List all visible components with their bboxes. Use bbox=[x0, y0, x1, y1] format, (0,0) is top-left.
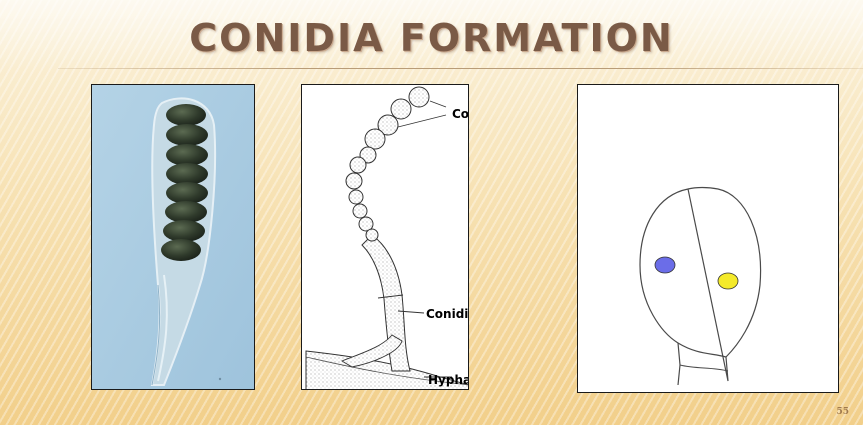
label-conidia: Conidia bbox=[452, 107, 469, 121]
title-divider bbox=[58, 68, 863, 69]
micrograph-panel bbox=[91, 84, 255, 390]
conidia-chain bbox=[346, 87, 429, 241]
conidiophore-drawing-panel: Conidia Conidiophore Hypha bbox=[301, 84, 469, 390]
schematic-panel bbox=[577, 84, 839, 393]
slide-title: CONIDIA FORMATION bbox=[0, 16, 863, 60]
micrograph-image bbox=[92, 85, 255, 390]
label-hypha: Hypha bbox=[428, 373, 469, 387]
conidiophore-drawing bbox=[302, 85, 469, 390]
dot-yellow bbox=[718, 273, 738, 289]
schematic-diagram bbox=[578, 85, 839, 393]
dot-blue bbox=[655, 257, 675, 273]
page-number: 55 bbox=[836, 407, 849, 417]
label-conidiophore: Conidiophore bbox=[426, 307, 469, 321]
